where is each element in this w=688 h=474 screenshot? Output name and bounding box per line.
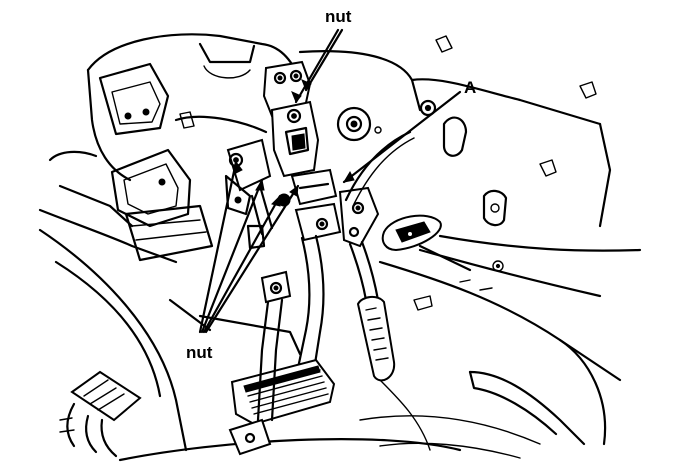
label-nut-top: nut bbox=[325, 7, 352, 26]
upper-cable bbox=[174, 111, 268, 134]
leader-bottom-nut-2 bbox=[200, 178, 264, 334]
arrowhead bbox=[271, 194, 281, 207]
brake-pedal bbox=[230, 234, 336, 426]
arrowhead bbox=[291, 91, 302, 103]
floor-switch bbox=[381, 214, 472, 272]
arrowhead bbox=[342, 170, 355, 183]
arrowhead bbox=[255, 178, 265, 191]
leader-top-nut-2 bbox=[304, 28, 344, 92]
leader-a bbox=[342, 90, 462, 184]
arrowhead bbox=[289, 184, 299, 197]
leader-bottom-nut-3 bbox=[202, 194, 282, 334]
arrowhead bbox=[301, 79, 312, 91]
label-nut-bottom: nut bbox=[186, 343, 213, 362]
leader-bottom-nut-1 bbox=[198, 160, 238, 334]
firewall-body bbox=[38, 33, 642, 462]
leader-top-nut-1 bbox=[294, 28, 340, 104]
arrowhead bbox=[233, 160, 243, 175]
pushrod bbox=[228, 270, 292, 456]
leader-bottom-nut-4 bbox=[204, 184, 300, 334]
accelerator-pedal bbox=[348, 240, 396, 382]
label-part-a: A bbox=[464, 78, 476, 97]
wiring-connector bbox=[59, 370, 142, 458]
leader-lines bbox=[198, 28, 462, 334]
